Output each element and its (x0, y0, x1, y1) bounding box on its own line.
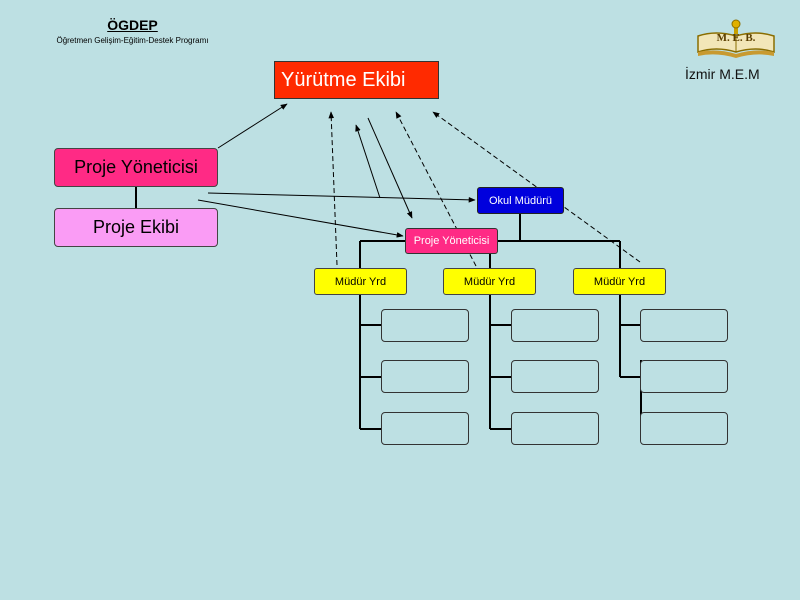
executive-team-box: Yürütme Ekibi (274, 61, 439, 99)
logo-letters: M. E. B. (716, 32, 756, 44)
empty-member-box (640, 412, 728, 445)
project-manager-box: Proje Yöneticisi (54, 148, 218, 187)
solid-arrows (197, 103, 476, 238)
deputy-principal-box: Müdür Yrd (573, 268, 666, 295)
empty-member-box (381, 309, 469, 342)
program-title: ÖGDEP (107, 17, 158, 33)
deputy-principal-box: Müdür Yrd (314, 268, 407, 295)
empty-member-box (381, 360, 469, 393)
principal-box: Okul Müdürü (477, 187, 564, 214)
book-emblem-icon: M. E. B. (696, 18, 776, 60)
program-subtitle: Öğretmen Gelişim-Eğitim-Destek Programı (56, 36, 209, 45)
empty-member-box (511, 360, 599, 393)
empty-member-box (640, 309, 728, 342)
empty-member-box (640, 360, 728, 393)
school-project-manager-box: Proje Yöneticisi (405, 228, 498, 254)
deputy-principal-box: Müdür Yrd (443, 268, 536, 295)
empty-member-box (511, 309, 599, 342)
empty-member-box (511, 412, 599, 445)
empty-member-box (381, 412, 469, 445)
org-label: İzmir M.E.M (685, 66, 760, 82)
project-team-box: Proje Ekibi (54, 208, 218, 247)
